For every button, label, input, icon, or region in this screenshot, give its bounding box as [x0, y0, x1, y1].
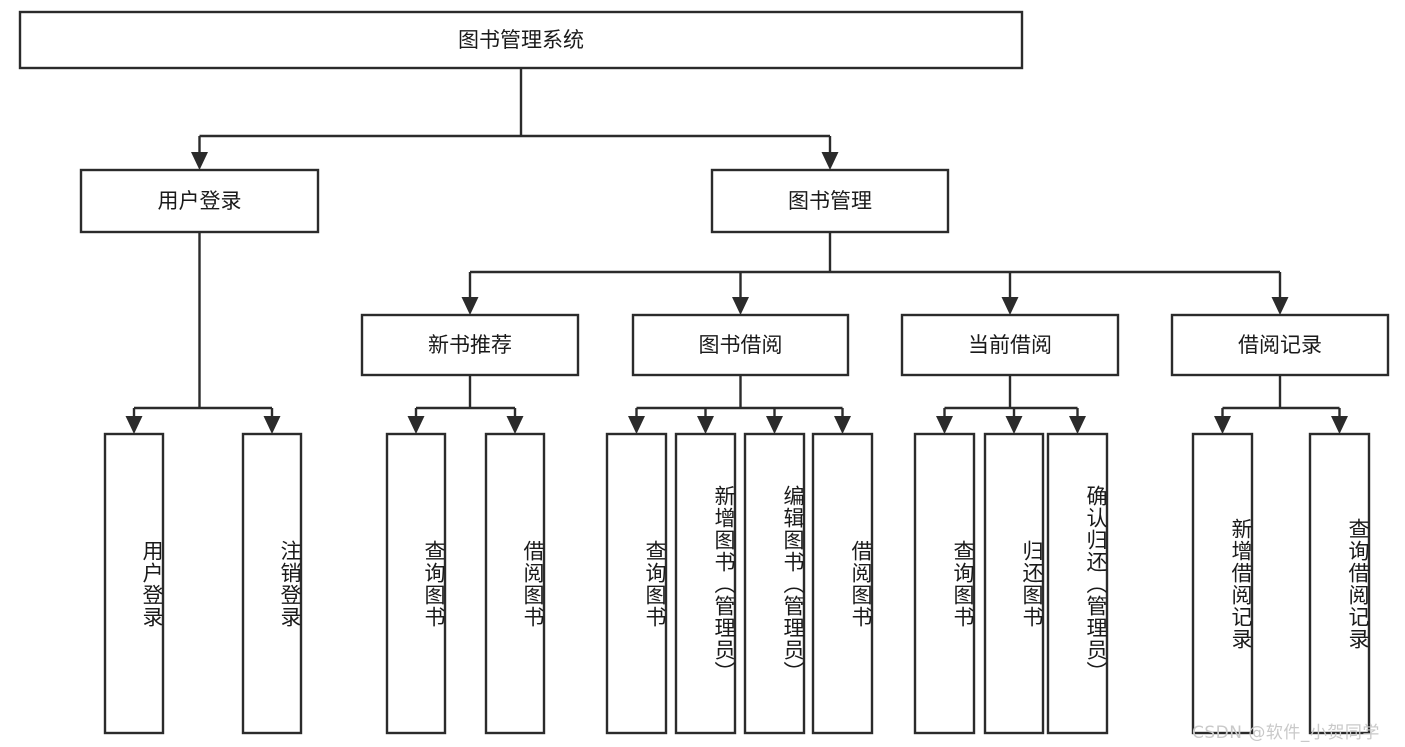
node-level2-0-label: 用户登录: [158, 189, 242, 213]
node-level3-1-label: 图书借阅: [699, 333, 783, 357]
csdn-watermark: CSDN @软件_小贺同学: [1192, 723, 1380, 743]
arrow-head-icon: [263, 416, 281, 434]
node-level3-2-label: 当前借阅: [968, 333, 1052, 357]
node-leaf-2[interactable]: [385, 432, 447, 735]
arrow-head-icon: [834, 416, 851, 434]
node-leaf-7[interactable]: [811, 432, 874, 735]
node-level3-3-label: 借阅记录: [1238, 333, 1322, 357]
node-level3-1[interactable]: [631, 313, 850, 377]
node-level2-1-label: 图书管理: [788, 189, 872, 213]
arrow-head-icon: [821, 152, 839, 170]
node-leaf-6[interactable]: [743, 432, 806, 735]
node-leaf-1[interactable]: [241, 432, 303, 735]
arrow-head-icon: [766, 416, 783, 434]
arrow-head-icon: [506, 416, 524, 434]
arrow-head-icon: [407, 416, 425, 434]
arrow-head-icon: [125, 416, 143, 434]
arrow-head-icon: [1001, 297, 1019, 315]
connector-layer: [125, 68, 1348, 434]
arrow-head-icon: [461, 297, 479, 315]
node-leaf-4[interactable]: [605, 432, 668, 735]
arrow-head-icon: [732, 297, 749, 315]
node-leaf-5[interactable]: [674, 432, 737, 735]
arrow-head-icon: [1271, 297, 1289, 315]
arrow-head-icon: [1214, 416, 1231, 434]
arrow-head-icon: [1331, 416, 1348, 434]
node-leaf-11[interactable]: [1191, 432, 1254, 735]
arrow-head-icon: [191, 152, 208, 170]
node-level3-3[interactable]: [1170, 313, 1390, 377]
node-level2-0[interactable]: [79, 168, 320, 234]
node-level3-0-label: 新书推荐: [428, 333, 512, 357]
node-leaf-0[interactable]: [103, 432, 165, 735]
arrow-head-icon: [697, 416, 714, 434]
arrow-head-icon: [1069, 416, 1086, 434]
node-leaf-12[interactable]: [1308, 432, 1371, 735]
node-root-title-label: 图书管理系统: [458, 28, 584, 52]
node-leaf-3[interactable]: [484, 432, 546, 735]
arrow-head-icon: [1005, 416, 1023, 434]
node-root-title[interactable]: [18, 10, 1024, 70]
node-level2-1[interactable]: [710, 168, 950, 234]
arrow-head-icon: [936, 416, 953, 434]
node-leaf-10[interactable]: [1046, 432, 1109, 735]
node-level3-0[interactable]: [360, 313, 580, 377]
arrow-head-icon: [628, 416, 645, 434]
node-level3-2[interactable]: [900, 313, 1120, 377]
node-leaf-8[interactable]: [913, 432, 976, 735]
node-leaf-9[interactable]: [983, 432, 1045, 735]
